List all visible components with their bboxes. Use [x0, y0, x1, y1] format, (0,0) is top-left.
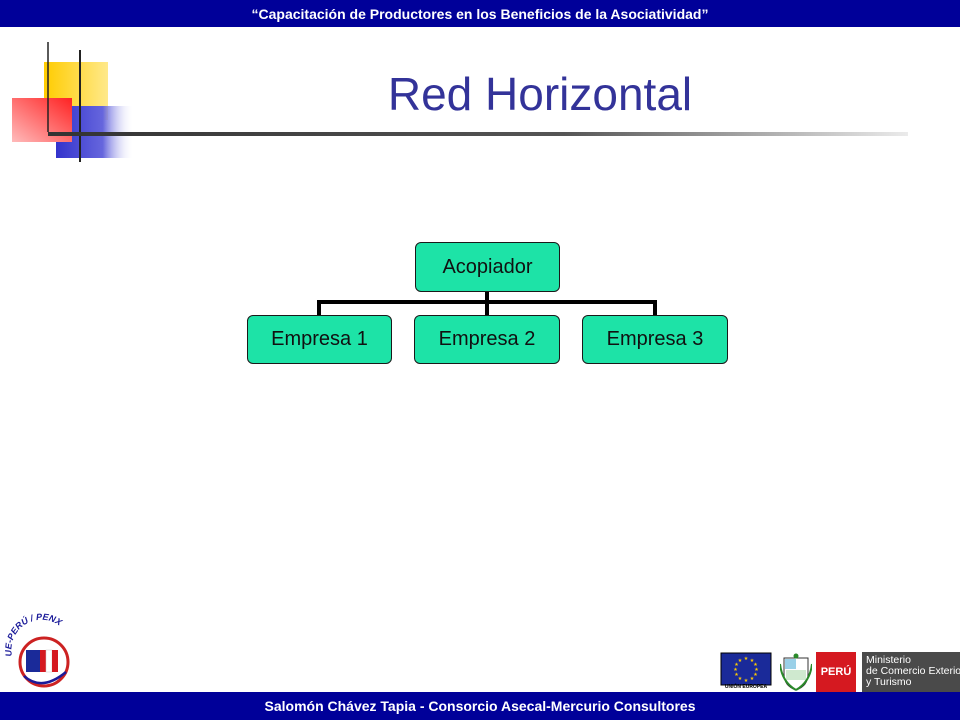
node-empresa-2: Empresa 2: [414, 315, 560, 364]
svg-text:★: ★: [733, 667, 738, 673]
node-empresa-3-label: Empresa 3: [606, 328, 704, 350]
ministry-text: Ministerio de Comercio Exterior y Turism…: [862, 652, 960, 692]
peru-label: PERÚ: [816, 652, 856, 692]
svg-text:★: ★: [738, 676, 743, 682]
svg-text:★: ★: [753, 662, 758, 668]
svg-text:★: ★: [750, 658, 755, 664]
title-underline: [48, 132, 908, 136]
svg-text:★: ★: [753, 672, 758, 678]
node-empresa-1: Empresa 1: [247, 315, 392, 364]
footer-bar: Salomón Chávez Tapia - Consorcio Asecal-…: [0, 692, 960, 720]
svg-text:★: ★: [734, 662, 739, 668]
svg-text:★: ★: [750, 676, 755, 682]
node-acopiador-label: Acopiador: [442, 255, 533, 278]
ue-peru-penx-logo: UE-PERÚ / PENX: [3, 612, 70, 688]
svg-text:★: ★: [754, 667, 759, 673]
node-empresa-1-label: Empresa 1: [271, 328, 368, 350]
page-title: Red Horizontal: [387, 68, 693, 120]
node-empresa-3: Empresa 3: [582, 315, 728, 364]
mincetur-logo: PERÚ Ministerio de Comercio Exterior y T…: [816, 652, 960, 692]
eu-caption: UNIÓN EUROPEA: [724, 684, 768, 690]
footer-text: Salomón Chávez Tapia - Consorcio Asecal-…: [264, 698, 696, 714]
svg-text:★: ★: [744, 656, 749, 662]
svg-text:★: ★: [738, 658, 743, 664]
node-acopiador: Acopiador: [415, 242, 560, 292]
eu-flag-logo: ★★★ ★★★ ★★★ ★★★: [720, 652, 772, 686]
header-text: “Capacitación de Productores en los Bene…: [251, 5, 709, 22]
node-empresa-2-label: Empresa 2: [438, 328, 536, 350]
header-bar: “Capacitación de Productores en los Bene…: [0, 0, 960, 27]
svg-text:★: ★: [734, 672, 739, 678]
svg-text:★: ★: [744, 678, 749, 684]
peru-coat-of-arms-icon: [780, 653, 812, 691]
